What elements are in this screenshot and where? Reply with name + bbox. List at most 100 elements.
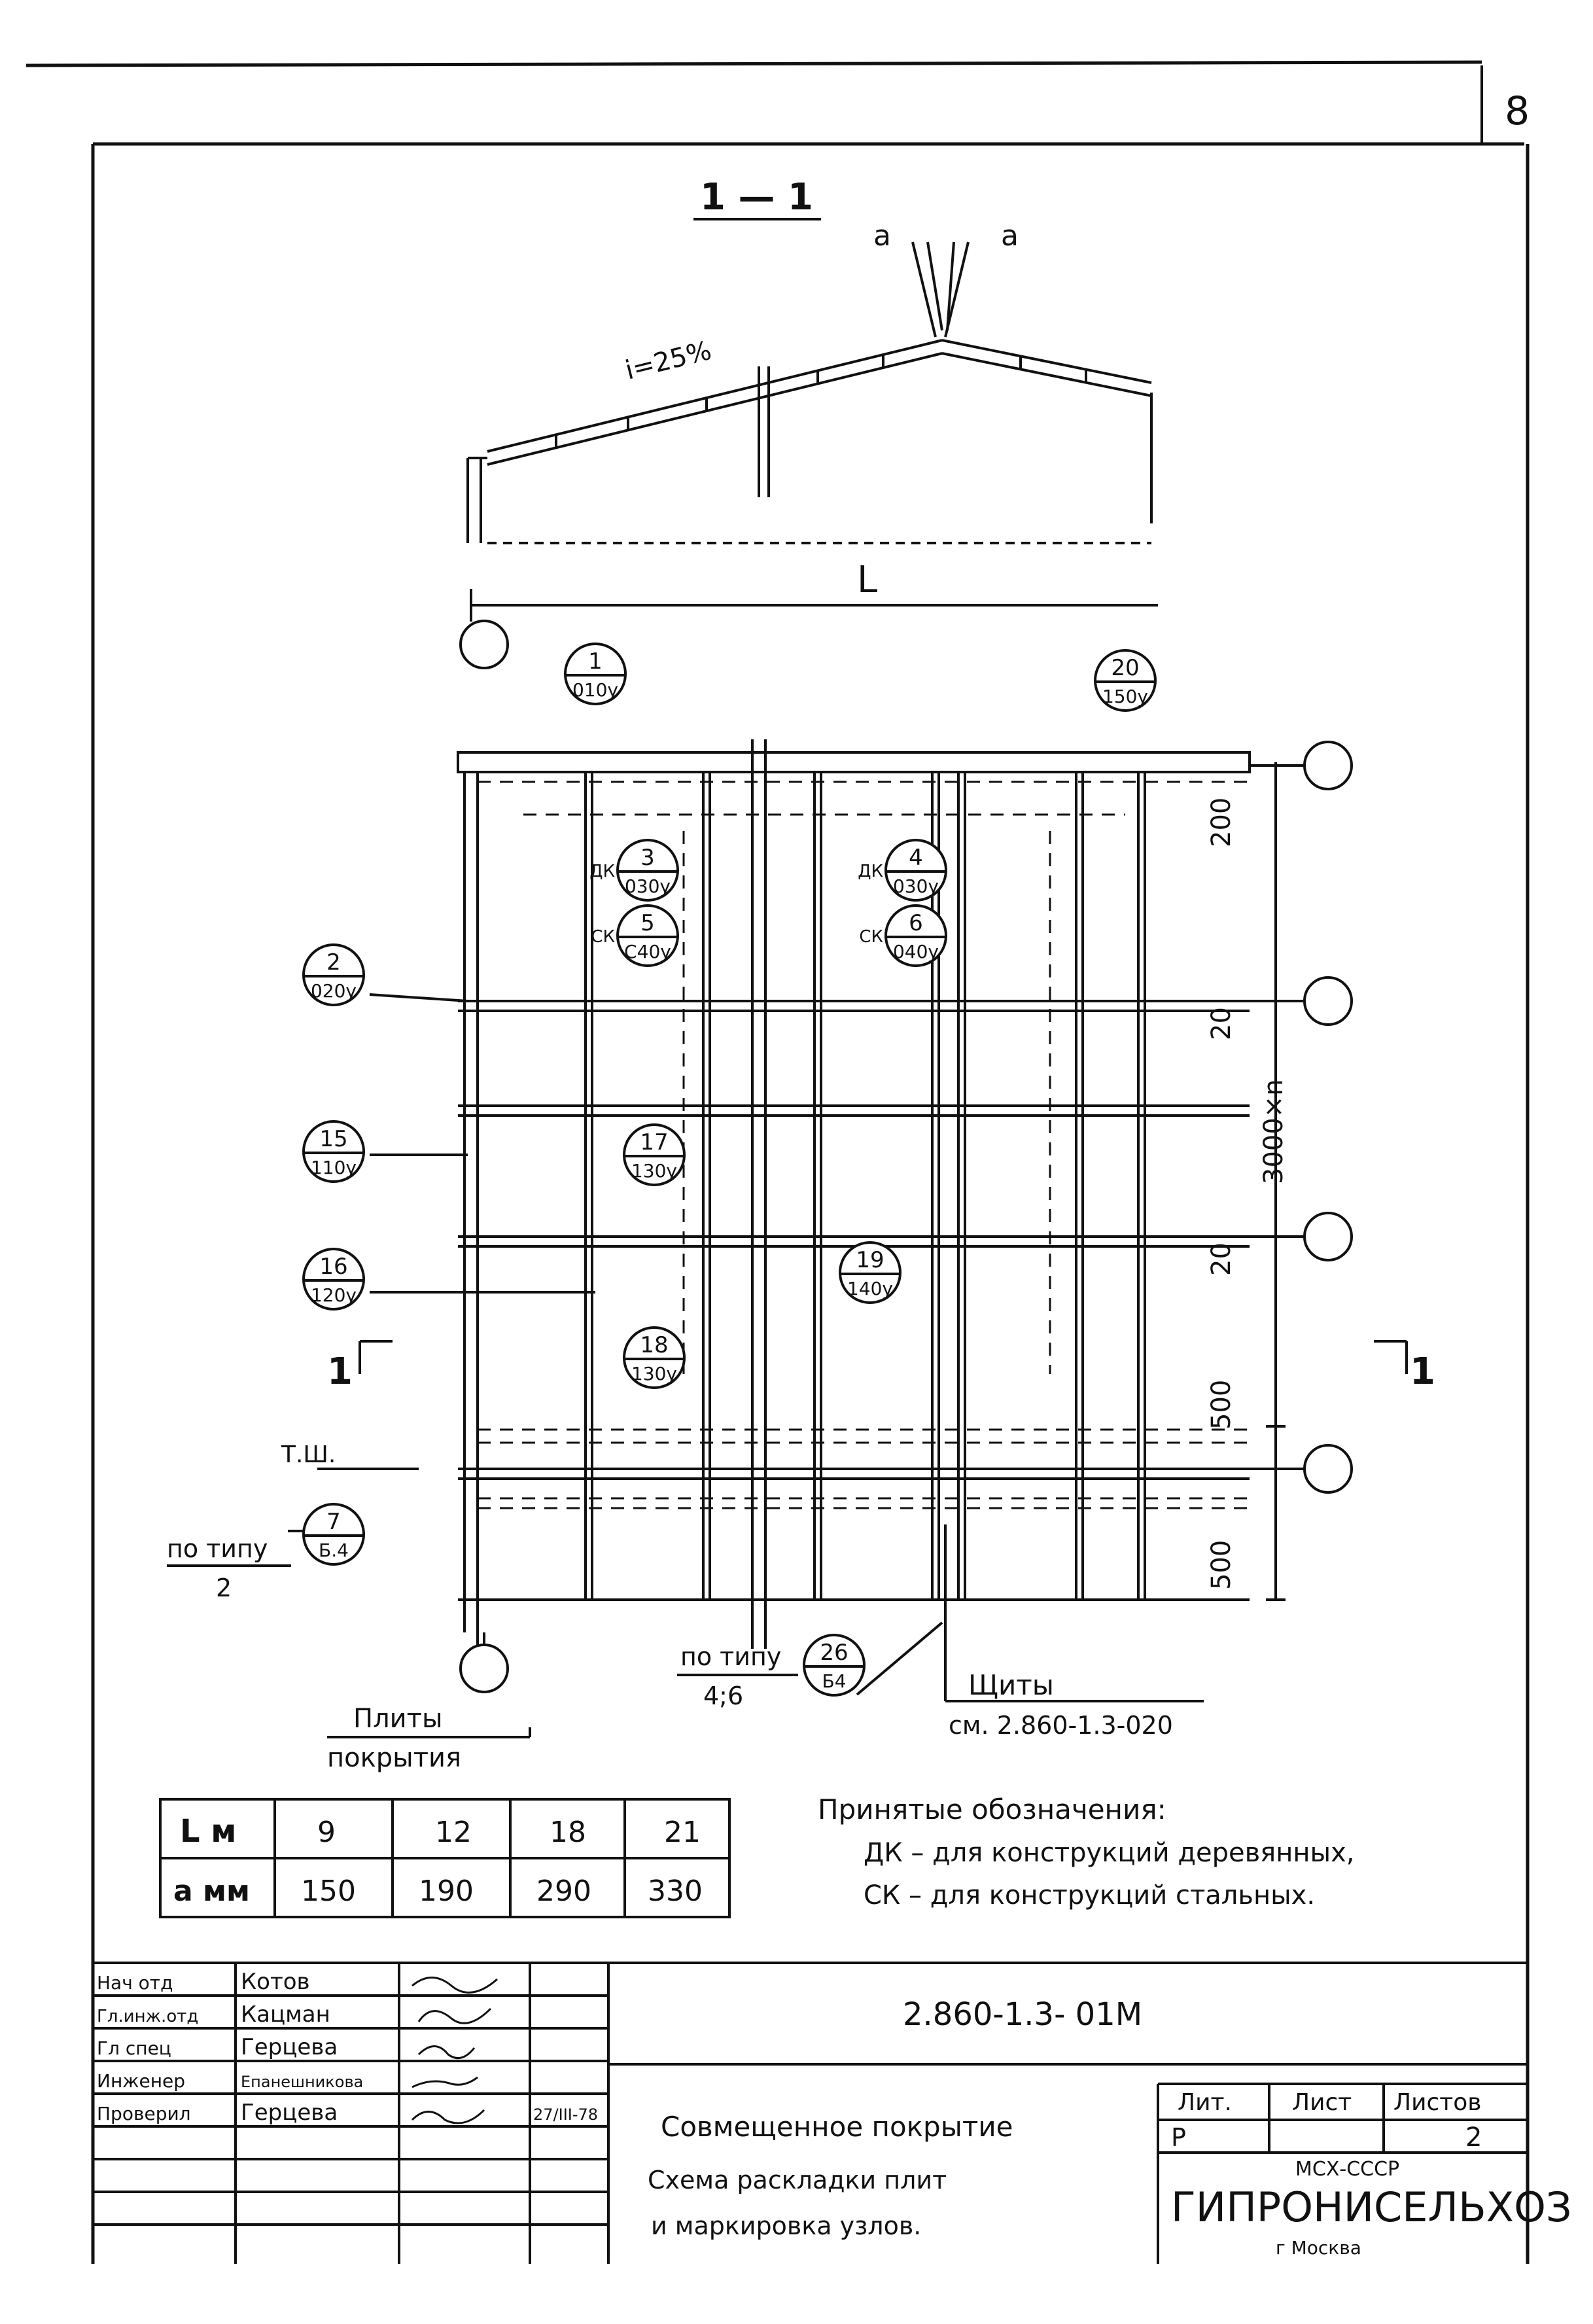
title-block — [93, 1962, 1528, 2264]
la-table — [159, 1798, 731, 1918]
la-table-cells: L м 9 12 18 21 a мм 150 190 290 330 — [173, 1813, 703, 1908]
table-header-3: 18 — [550, 1816, 586, 1849]
label-shields: Щиты — [968, 1669, 1054, 1701]
role-2: Гл спец — [97, 2037, 171, 2059]
table-header-2: 12 — [435, 1816, 472, 1849]
node-prefix: СК — [591, 927, 615, 947]
org-city: г Москва — [1276, 2237, 1361, 2259]
lit-header: Лит. — [1178, 2089, 1232, 2116]
role-1: Гл.инж.отд — [97, 2007, 198, 2026]
a-left: a — [873, 219, 891, 253]
table-header-0: L м — [180, 1813, 237, 1850]
table-row-2: 190 — [419, 1875, 474, 1908]
section-title: 1 — 1 — [700, 176, 813, 219]
node-code: 020у — [311, 980, 357, 1002]
node-code: 030у — [893, 875, 939, 897]
node-number: 16 — [319, 1254, 347, 1280]
name-1: Кацман — [241, 2001, 330, 2028]
sheet-header: Лист — [1292, 2089, 1352, 2116]
node-number: 17 — [640, 1129, 668, 1155]
table-header-1: 9 — [317, 1816, 336, 1849]
node-number: 19 — [856, 1247, 884, 1273]
legend-line-1: ДК – для конструкций деревянных, — [864, 1838, 1355, 1868]
node-code: С40у — [624, 941, 671, 962]
stamp-roles: Нач отд Котов Гл.инж.отд Кацман Гл спец … — [97, 1969, 598, 2126]
label-plates-bottom: покрытия — [327, 1743, 461, 1773]
dim-500-b: 500 — [1206, 1540, 1236, 1590]
node-number: 1 — [588, 648, 603, 675]
cut-mark-left: 1 — [327, 1350, 353, 1393]
legend-title: Принятые обозначения: — [818, 1793, 1166, 1825]
label-tsh: Т.Ш. — [281, 1441, 336, 1468]
node-code: Б4 — [822, 1670, 846, 1692]
name-3: Епанешникова — [241, 2073, 363, 2091]
node-number: 15 — [319, 1126, 347, 1152]
ministry: МСХ-СССР — [1295, 2158, 1399, 2181]
a-right: a — [1001, 219, 1019, 253]
node-prefix: СК — [859, 927, 883, 947]
node-number: 4 — [909, 845, 923, 871]
table-row-1: 150 — [301, 1875, 356, 1908]
table-row-4: 330 — [648, 1875, 703, 1908]
sheet-number: 8 — [1505, 88, 1530, 134]
table-header-4: 21 — [664, 1816, 701, 1849]
org-name: ГИПРОНИСЕЛЬХОЗ — [1171, 2183, 1572, 2231]
node-number: 7 — [326, 1509, 341, 1535]
node-number: 18 — [640, 1332, 668, 1358]
node-code: 130у — [631, 1160, 677, 1182]
stamp-date: 27/III-78 — [533, 2105, 598, 2124]
label-po-tipu-2-bottom: 2 — [216, 1574, 232, 1602]
label-po-tipu-46-bottom: 4;6 — [703, 1681, 743, 1710]
node-code: 120у — [311, 1284, 357, 1306]
doc-title-1: Совмещенное покрытие — [661, 2111, 1013, 2143]
roof-plan — [288, 620, 1408, 1738]
legend-line-2: СК – для конструкций стальных. — [864, 1880, 1315, 1910]
role-4: Проверил — [97, 2103, 191, 2124]
node-code: 010у — [572, 679, 618, 701]
node-number: 20 — [1111, 655, 1139, 681]
dim-500-a: 500 — [1206, 1380, 1236, 1430]
node-number: 6 — [909, 910, 923, 936]
label-po-tipu-2-top: по типу — [167, 1534, 268, 1563]
table-row-0: a мм — [173, 1875, 250, 1908]
role-3: Инженер — [97, 2070, 185, 2092]
name-0: Котов — [241, 1969, 310, 1995]
node-code: 110у — [311, 1157, 357, 1178]
label-shields-ref: см. 2.860-1.3-020 — [949, 1711, 1173, 1740]
dim-20-a: 20 — [1206, 1007, 1236, 1040]
node-code: 130у — [631, 1363, 677, 1384]
node-number: 5 — [640, 910, 655, 936]
node-prefix: ДК — [858, 862, 883, 881]
dim-20-b: 20 — [1206, 1242, 1236, 1276]
node-code: 140у — [847, 1278, 893, 1299]
dimensions: 200 20 3000×n 20 500 500 — [1206, 798, 1289, 1590]
node-code: 040у — [893, 941, 939, 962]
role-0: Нач отд — [97, 1972, 173, 1994]
node-prefix: ДК — [589, 862, 615, 881]
node-number: 26 — [820, 1640, 848, 1666]
label-po-tipu-46-top: по типу — [680, 1642, 781, 1671]
doc-code: 2.860-1.3- 01М — [903, 1996, 1142, 2033]
node-code: Б.4 — [319, 1540, 349, 1561]
span-label: L — [857, 559, 877, 601]
doc-title-3: и маркировка узлов. — [651, 2211, 921, 2240]
dim-200: 200 — [1206, 798, 1236, 847]
name-2: Герцева — [241, 2034, 338, 2060]
node-code: 150у — [1102, 686, 1148, 707]
name-4: Герцева — [241, 2100, 338, 2126]
doc-title-2: Схема раскладки плит — [648, 2166, 947, 2194]
section-1-1: 1 — 1 — [466, 176, 1158, 622]
dim-3000n: 3000×n — [1259, 1079, 1289, 1184]
slope-label: i=25% — [622, 336, 714, 386]
node-number: 2 — [326, 949, 341, 976]
sheets-header: Листов — [1393, 2089, 1481, 2116]
lit-value: Р — [1171, 2123, 1186, 2152]
node-code: 030у — [625, 875, 671, 897]
label-plates: Плиты — [353, 1704, 443, 1734]
sheets-value: 2 — [1465, 2122, 1482, 2153]
table-row-3: 290 — [536, 1875, 591, 1908]
cut-mark-right: 1 — [1410, 1350, 1435, 1393]
node-number: 3 — [640, 845, 655, 871]
